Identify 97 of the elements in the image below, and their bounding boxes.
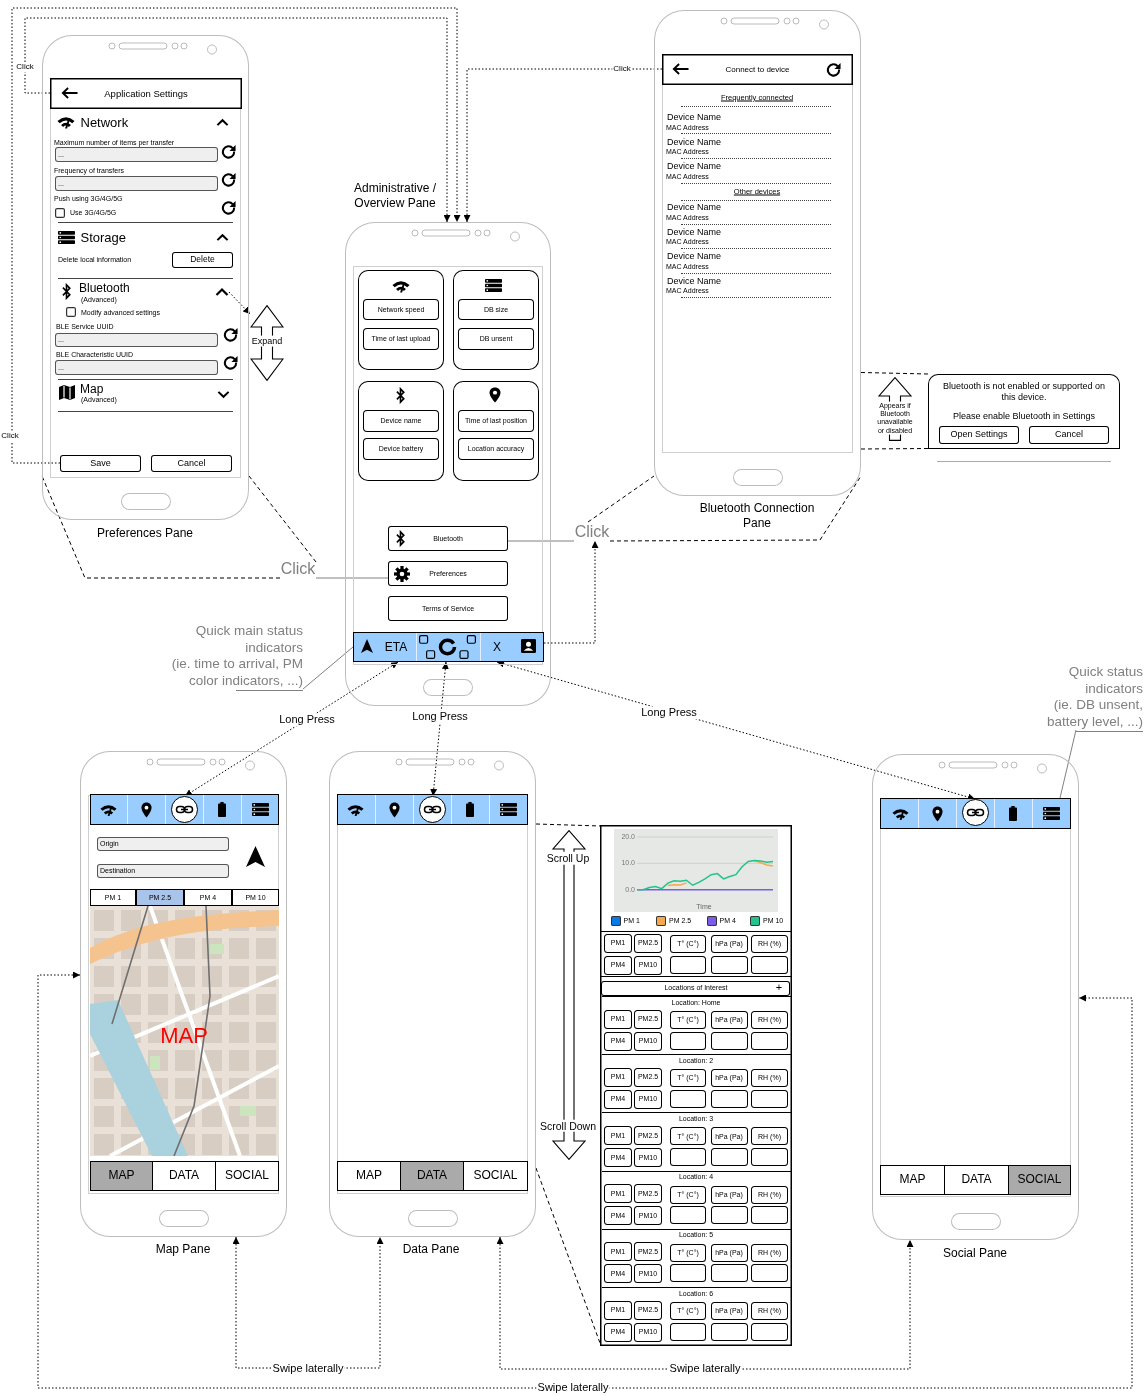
value-box xyxy=(751,1322,788,1341)
value-box xyxy=(670,1031,706,1050)
annotation-text: Click xyxy=(574,522,610,541)
arrow-label: Scroll Down xyxy=(540,1119,596,1132)
status-card xyxy=(358,270,444,370)
connector-line xyxy=(507,540,575,542)
annotation-text: Click xyxy=(280,559,316,578)
edge-label: Click xyxy=(15,62,35,72)
device-name: Device Name xyxy=(667,275,722,287)
dotted-arrow xyxy=(430,661,449,797)
section-bar xyxy=(601,980,790,996)
value-box xyxy=(751,1264,788,1283)
value-box xyxy=(670,1206,706,1225)
link-icon xyxy=(171,796,198,823)
cancel-button: Cancel xyxy=(1029,426,1109,444)
status-text: X xyxy=(493,639,501,655)
callout-line xyxy=(535,1167,601,1344)
edge-label: Long Press xyxy=(411,710,469,724)
value-box xyxy=(670,1264,706,1283)
section-title: Bluetooth xyxy=(79,280,130,295)
edge-label: Swipe laterally xyxy=(271,1362,345,1376)
value-box xyxy=(670,1147,706,1166)
arrow-label: Scroll Up xyxy=(546,851,590,865)
device-name: Device Name xyxy=(667,111,722,123)
edge-label: Click xyxy=(0,431,20,441)
callout-line xyxy=(41,475,281,579)
leader-line xyxy=(1059,729,1144,799)
pane-caption: Social Pane xyxy=(943,1245,1007,1260)
device-name: Device Name xyxy=(667,250,722,262)
arrow-label: Expand xyxy=(251,335,283,347)
status-bar xyxy=(90,794,279,825)
device-name: Device Name xyxy=(667,226,722,238)
annotation-text: Quick status indicators xyxy=(1067,664,1143,697)
app-bar-title: Application Settings xyxy=(104,87,188,100)
callout-line xyxy=(535,823,601,827)
value-box xyxy=(751,955,788,974)
value-box xyxy=(710,1089,748,1108)
callout-line xyxy=(860,448,929,450)
pane-caption: Data Pane xyxy=(402,1241,460,1257)
device-name: Device Name xyxy=(667,136,722,148)
open-settings-button: Open Settings xyxy=(939,426,1019,444)
edge-label: Long Press xyxy=(278,713,336,727)
callout-line xyxy=(609,475,862,542)
edge-label: Swipe laterally xyxy=(668,1362,742,1376)
section-title: Network xyxy=(80,114,129,131)
annotation-text: (ie. time to arrival, PM color indicators, ...) xyxy=(170,656,303,689)
pane-caption: Bluetooth Connection Pane xyxy=(698,500,816,531)
dialog-text: Bluetooth is not enabled or supported on this device. xyxy=(941,380,1107,402)
value-box xyxy=(670,955,706,974)
value-box xyxy=(670,1089,706,1108)
status-text: ETA xyxy=(384,639,408,655)
nav-tab: DATA xyxy=(152,1161,216,1191)
plus-sign: + xyxy=(775,981,783,995)
value-box xyxy=(710,1031,748,1050)
section-title: Map xyxy=(80,381,104,396)
callout-line xyxy=(587,475,655,523)
value-box xyxy=(710,1264,748,1283)
pane-caption: Preferences Pane xyxy=(96,525,194,541)
leader-line xyxy=(235,646,354,691)
value-box xyxy=(751,1147,788,1166)
dotted-arrow xyxy=(37,971,1133,1389)
annotation-text: Quick main status indicators xyxy=(194,623,303,656)
status-card xyxy=(358,381,444,481)
dialog-text: Please enable Bluetooth in Settings xyxy=(952,410,1096,422)
pane-caption: Map Pane xyxy=(155,1241,211,1257)
edge-label: Long Press xyxy=(640,706,698,720)
status-bar xyxy=(353,632,544,662)
dotted-arrow xyxy=(463,68,663,223)
nav-tab: SOCIAL xyxy=(215,1161,279,1191)
device-name: Device Name xyxy=(667,160,722,172)
value-box xyxy=(751,1031,788,1050)
device-name: Device Name xyxy=(667,201,722,213)
map-label: MAP xyxy=(160,1022,208,1050)
data-panel xyxy=(600,825,792,1346)
pane-caption: Administrative / Overview Pane xyxy=(353,181,437,211)
dotted-arrow xyxy=(496,660,976,801)
value-box xyxy=(751,1089,788,1108)
value-box xyxy=(751,1206,788,1225)
value-box xyxy=(710,955,748,974)
connector-line xyxy=(315,577,389,579)
app-bar-title: Connect to device xyxy=(725,64,790,75)
value-box xyxy=(710,1147,748,1166)
section-title: Storage xyxy=(80,230,127,246)
value-box xyxy=(670,1322,706,1341)
value-box xyxy=(710,1206,748,1225)
status-card xyxy=(453,381,539,481)
dialog-box xyxy=(928,374,1120,449)
callout-line xyxy=(860,372,929,375)
annotation-text: (ie. DB unsent, battery level, ...) xyxy=(1045,697,1143,730)
nav-tab: MAP xyxy=(90,1161,153,1191)
callout-line xyxy=(248,475,317,563)
edge-label: Swipe laterally xyxy=(536,1381,610,1395)
edge-label: Click xyxy=(612,64,632,74)
status-card xyxy=(453,270,539,370)
dotted-arrow xyxy=(184,661,399,797)
dotted-arrow xyxy=(496,1236,914,1370)
value-box xyxy=(710,1322,748,1341)
